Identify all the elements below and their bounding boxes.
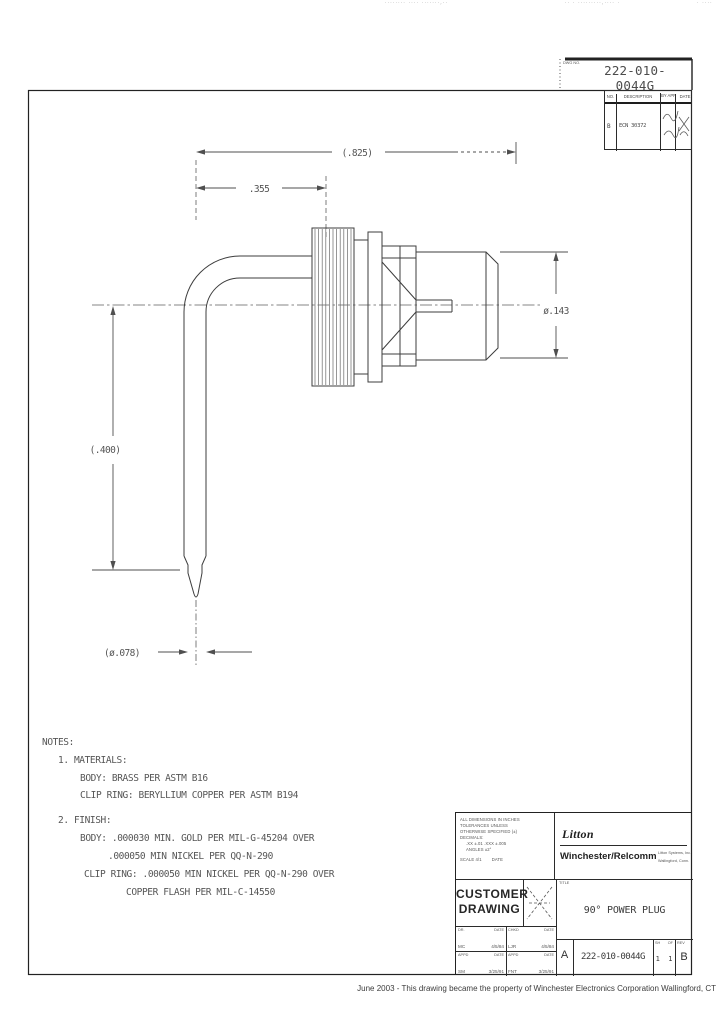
elbow-pin bbox=[183, 255, 312, 598]
rev-col-date: DATE bbox=[675, 94, 694, 104]
dim-tip-diameter: (ø.078) bbox=[104, 648, 140, 659]
note-finish: 2. FINISH: bbox=[58, 815, 112, 826]
tolerance-line-4: DECIMALS: bbox=[460, 835, 484, 841]
top-header-fragment-right: · ···· bbox=[697, 1, 713, 6]
approval-date: 4/5/84 bbox=[491, 944, 504, 949]
tolerance-line-1: ALL DIMENSIONS IN INCHES bbox=[460, 817, 520, 822]
dim-body-length: .355 bbox=[249, 184, 269, 195]
crossout-marks bbox=[526, 886, 553, 920]
connector-body bbox=[311, 227, 499, 387]
note-clip-finish-1: CLIP RING: .000050 MIN NICKEL PER QQ-N-2… bbox=[84, 869, 335, 880]
brand-name: Winchester/Relcomm bbox=[560, 851, 657, 862]
part-title: 90° POWER PLUG bbox=[583, 905, 666, 916]
customer-drawing-label-2: DRAWING bbox=[458, 902, 521, 916]
approval-label: DR. bbox=[458, 928, 465, 932]
sheet-cell: SH OF 1 1 bbox=[653, 939, 675, 976]
part-number: 222-010-0044G bbox=[581, 952, 645, 962]
rev-cell: REV B bbox=[675, 939, 693, 976]
approval-label: CHKD bbox=[508, 928, 519, 932]
approval-label: APPD bbox=[458, 953, 469, 957]
approval-cell-drawn: DR. DATE MC 4/5/84 bbox=[456, 926, 506, 951]
approval-date: 3/25/91 bbox=[538, 969, 554, 974]
note-materials: 1. MATERIALS: bbox=[58, 755, 128, 766]
rev-col-no: NO. bbox=[605, 94, 617, 104]
scale-date-line: SCALE 4/1 DATE bbox=[460, 856, 503, 862]
tolerance-line-2: TOLERANCES UNLESS bbox=[460, 823, 508, 829]
title-cell: TITLE 90° POWER PLUG bbox=[556, 879, 693, 939]
dim-barrel-diameter: ø.143 bbox=[543, 306, 569, 317]
size-letter: A bbox=[560, 949, 569, 961]
tolerance-line-6: ANGLES ±2° bbox=[466, 847, 492, 853]
rev-label: REV bbox=[677, 941, 685, 945]
approval-cell-checked: CHKD DATE LJR 4/5/84 bbox=[506, 926, 556, 951]
knurl-hatch bbox=[314, 229, 352, 385]
approval-initials: SM bbox=[458, 969, 465, 974]
signature-scribble bbox=[662, 110, 690, 139]
rev-value: B bbox=[680, 951, 688, 963]
note-clip-material: CLIP RING: BERYLLIUM COPPER PER ASTM B19… bbox=[80, 790, 299, 801]
approval-label: APPD bbox=[508, 953, 519, 957]
tolerance-line-5: .XX ±.01 .XXX ±.005 bbox=[466, 841, 507, 847]
title-label: TITLE bbox=[559, 881, 570, 885]
dim-leg-length: (.400) bbox=[90, 445, 121, 456]
approval-initials: MC bbox=[458, 944, 466, 949]
note-clip-finish-2: COPPER FLASH PER MIL-C-14550 bbox=[126, 887, 275, 898]
customer-drawing-label-1: CUSTOMER bbox=[456, 887, 529, 901]
dim-overall-length: (.825) bbox=[342, 148, 373, 159]
approval-initials: LJR bbox=[508, 944, 517, 949]
approval-date: 3/25/91 bbox=[488, 969, 504, 974]
logo-divider bbox=[560, 845, 687, 846]
footer-caption: June 2003 - This drawing became the prop… bbox=[357, 984, 716, 993]
sheet-border bbox=[27, 57, 693, 976]
crossout-cell bbox=[523, 879, 556, 926]
rev-row-letter: B bbox=[607, 123, 611, 130]
size-cell: A bbox=[556, 939, 573, 976]
litton-logo: Litton bbox=[562, 827, 594, 841]
approval-date-label: DATE bbox=[494, 928, 504, 932]
sheet-label: SH bbox=[655, 941, 661, 945]
brand-cell: Litton Winchester/Relcomm Litton Systems… bbox=[554, 813, 693, 879]
approval-initials: FNT bbox=[508, 969, 517, 974]
note-body-finish-2: .000050 MIN NICKEL PER QQ-N-290 bbox=[108, 851, 273, 862]
note-body-material: BODY: BRASS PER ASTM B16 bbox=[80, 773, 208, 784]
notes-heading: NOTES: bbox=[42, 737, 74, 748]
dimension-lines bbox=[92, 142, 568, 655]
brand-sub-line-2: Wallingford, Conn. bbox=[658, 859, 690, 863]
top-header-fragment-left: ········ ···· ·······,·· bbox=[385, 1, 449, 6]
tolerance-line-3: OTHERWISE SPECIFIED (±) bbox=[460, 829, 518, 835]
approval-cell-approved-2: APPD DATE FNT 3/25/91 bbox=[506, 951, 556, 976]
customer-drawing-cell: CUSTOMER DRAWING bbox=[456, 879, 529, 926]
brand-sub-line-1: Litton Systems, Inc. bbox=[658, 851, 692, 855]
part-number-cell: 222-010-0044G bbox=[573, 939, 653, 976]
tolerance-cell: ALL DIMENSIONS IN INCHES TOLERANCES UNLE… bbox=[456, 813, 554, 879]
rev-col-by-app: BY APP bbox=[660, 93, 676, 104]
sheet-of-label: OF bbox=[667, 941, 673, 945]
rev-col-description: DESCRIPTION bbox=[623, 94, 653, 99]
centerlines bbox=[92, 160, 542, 666]
top-header-fragment-mid: ·· · ·········,···· · bbox=[565, 1, 621, 6]
approval-date-label: DATE bbox=[544, 953, 554, 957]
title-block: ALL DIMENSIONS IN INCHES TOLERANCES UNLE… bbox=[455, 812, 693, 976]
dwg-no-label: DWG NO. bbox=[563, 61, 581, 65]
approval-date-label: DATE bbox=[494, 953, 504, 957]
approval-date-label: DATE bbox=[544, 928, 554, 932]
revision-table: NO. DESCRIPTION BY APP DATE B ECN 30372 bbox=[604, 90, 694, 151]
rev-row-description: ECN 30372 bbox=[619, 123, 647, 129]
approval-cell-approved-1: APPD DATE SM 3/25/91 bbox=[456, 951, 506, 976]
note-body-finish-1: BODY: .000030 MIN. GOLD PER MIL-G-45204 … bbox=[80, 833, 315, 844]
approval-date: 4/5/84 bbox=[541, 944, 554, 949]
drawing-number-header: 222-010-0044G bbox=[604, 63, 666, 93]
sheet-value: 1 1 bbox=[655, 955, 673, 963]
